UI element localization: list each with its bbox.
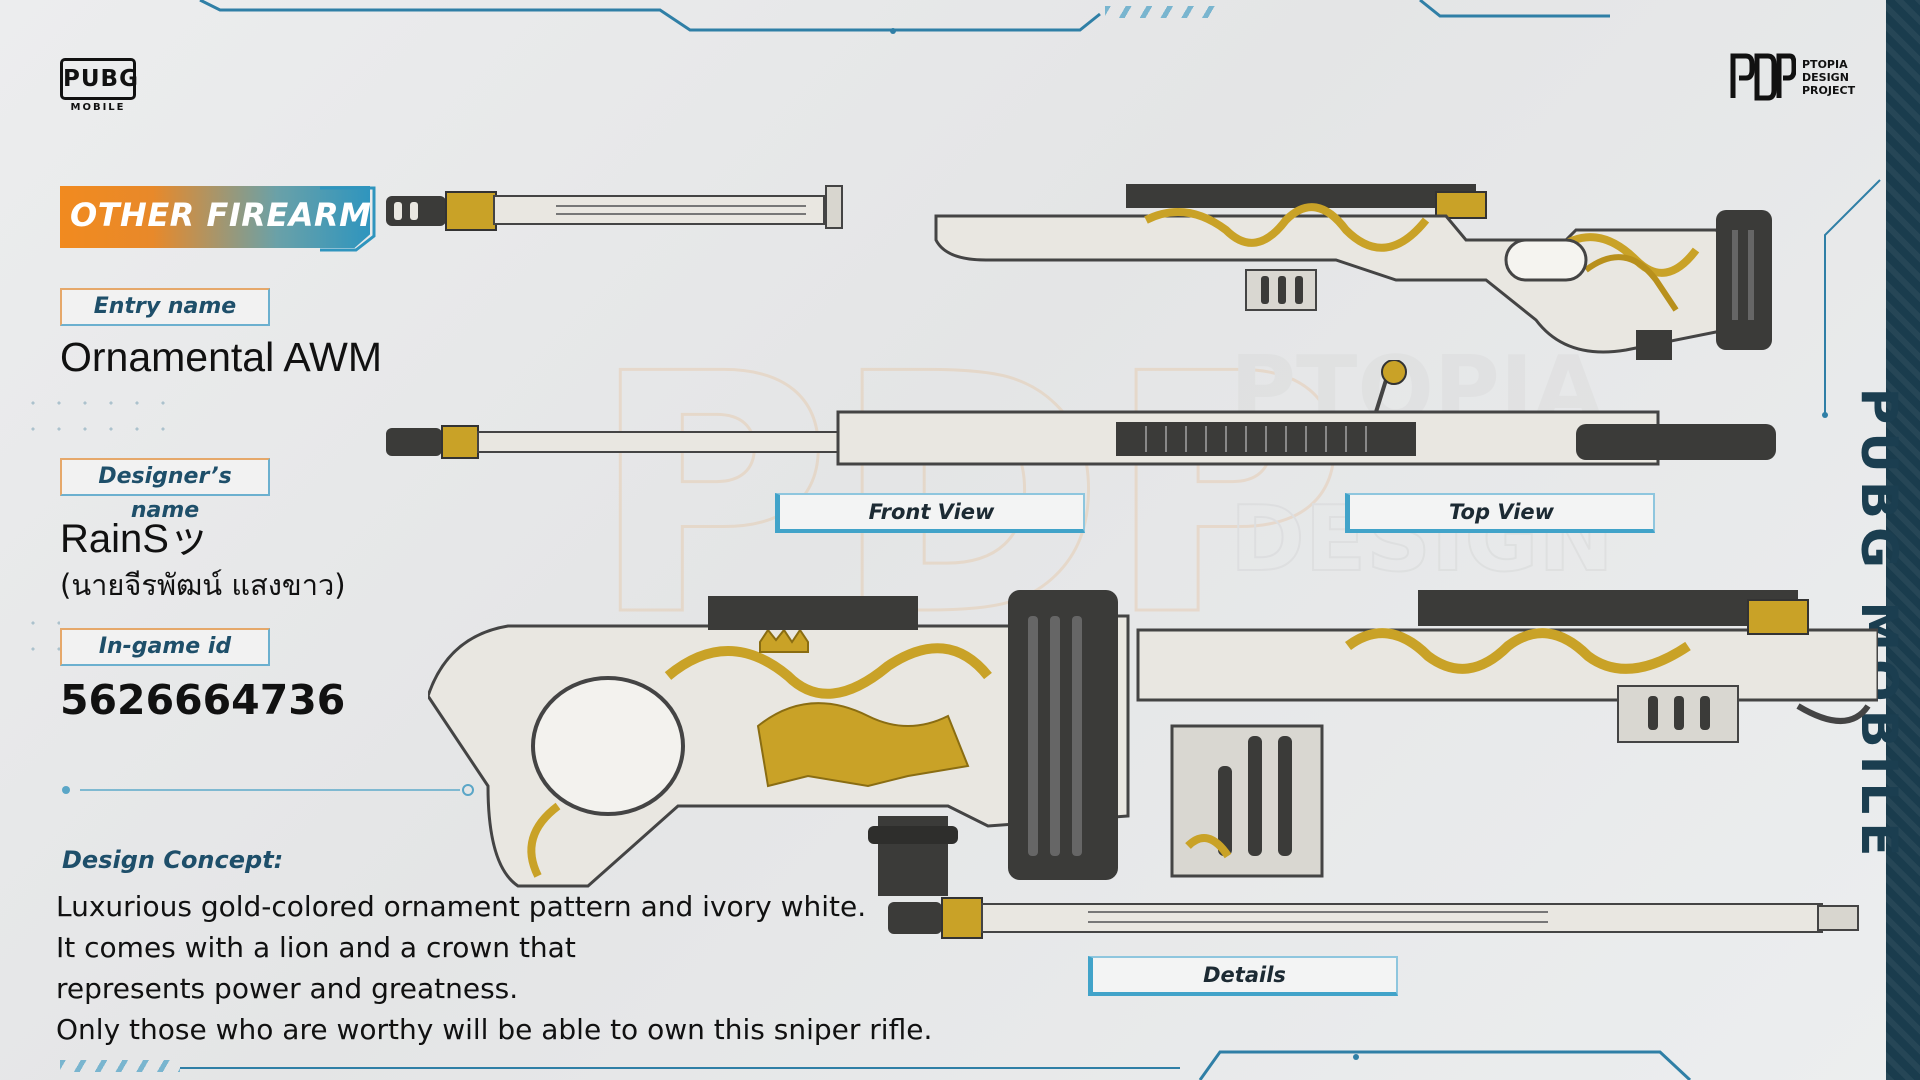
details-label: Details: [1088, 956, 1398, 996]
dot-pattern-2: [20, 610, 60, 670]
side-bar: [1886, 0, 1920, 1080]
pubg-logo-text: PUBG: [60, 58, 138, 100]
pdp-logo-text: PTOPIA DESIGN PROJECT: [1802, 58, 1902, 97]
design-concept-title: Design Concept:: [62, 846, 284, 874]
watermark-mark: PDP: [590, 320, 1348, 640]
concept-line-3: represents power and greatness.: [56, 972, 519, 1005]
pubg-logo: PUBG MOBILE: [60, 58, 138, 114]
front-view-label: Front View: [775, 493, 1085, 533]
pubg-logo-sub: MOBILE: [70, 102, 126, 113]
ingame-id-label: In-game id: [60, 628, 270, 666]
designer-name-label: Designer’s name: [60, 458, 270, 523]
top-view-label: Top View: [1345, 493, 1655, 533]
entry-name-label: Entry name: [60, 288, 270, 326]
pdp-line-2: DESIGN: [1802, 71, 1849, 84]
pdp-logo-mark-icon: [1730, 53, 1796, 101]
badge-trim: [320, 186, 376, 252]
concept-line-4: Only those who are worthy will be able t…: [56, 1013, 933, 1046]
concept-line-2: It comes with a lion and a crown that: [56, 931, 576, 964]
designer-name-value: RainSッ: [60, 517, 209, 561]
dot-pattern: [20, 390, 170, 450]
category-text: OTHER FIREARMS: [70, 196, 396, 234]
ingame-id-value: 5626664736: [60, 676, 346, 724]
entry-name-value: Ornamental AWM: [60, 334, 383, 380]
rifle-details-image: [428, 590, 1878, 939]
stripes-top: [1105, 6, 1215, 18]
rifle-front-view-image: [386, 184, 1772, 360]
concept-line-1: Luxurious gold-colored ornament pattern …: [56, 890, 867, 923]
rifle-top-view-image: [386, 360, 1776, 466]
stripes-bottom: [60, 1060, 180, 1072]
category-badge: OTHER FIREARMS: [60, 186, 370, 248]
pdp-line-3: PROJECT: [1802, 84, 1856, 97]
pdp-line-1: PTOPIA: [1802, 58, 1848, 71]
designer-real-name: (นายจีรพัฒน์ แสงขาว): [60, 568, 346, 602]
divider: [62, 784, 474, 796]
design-concept-body: Luxurious gold-colored ornament pattern …: [56, 886, 1006, 1050]
